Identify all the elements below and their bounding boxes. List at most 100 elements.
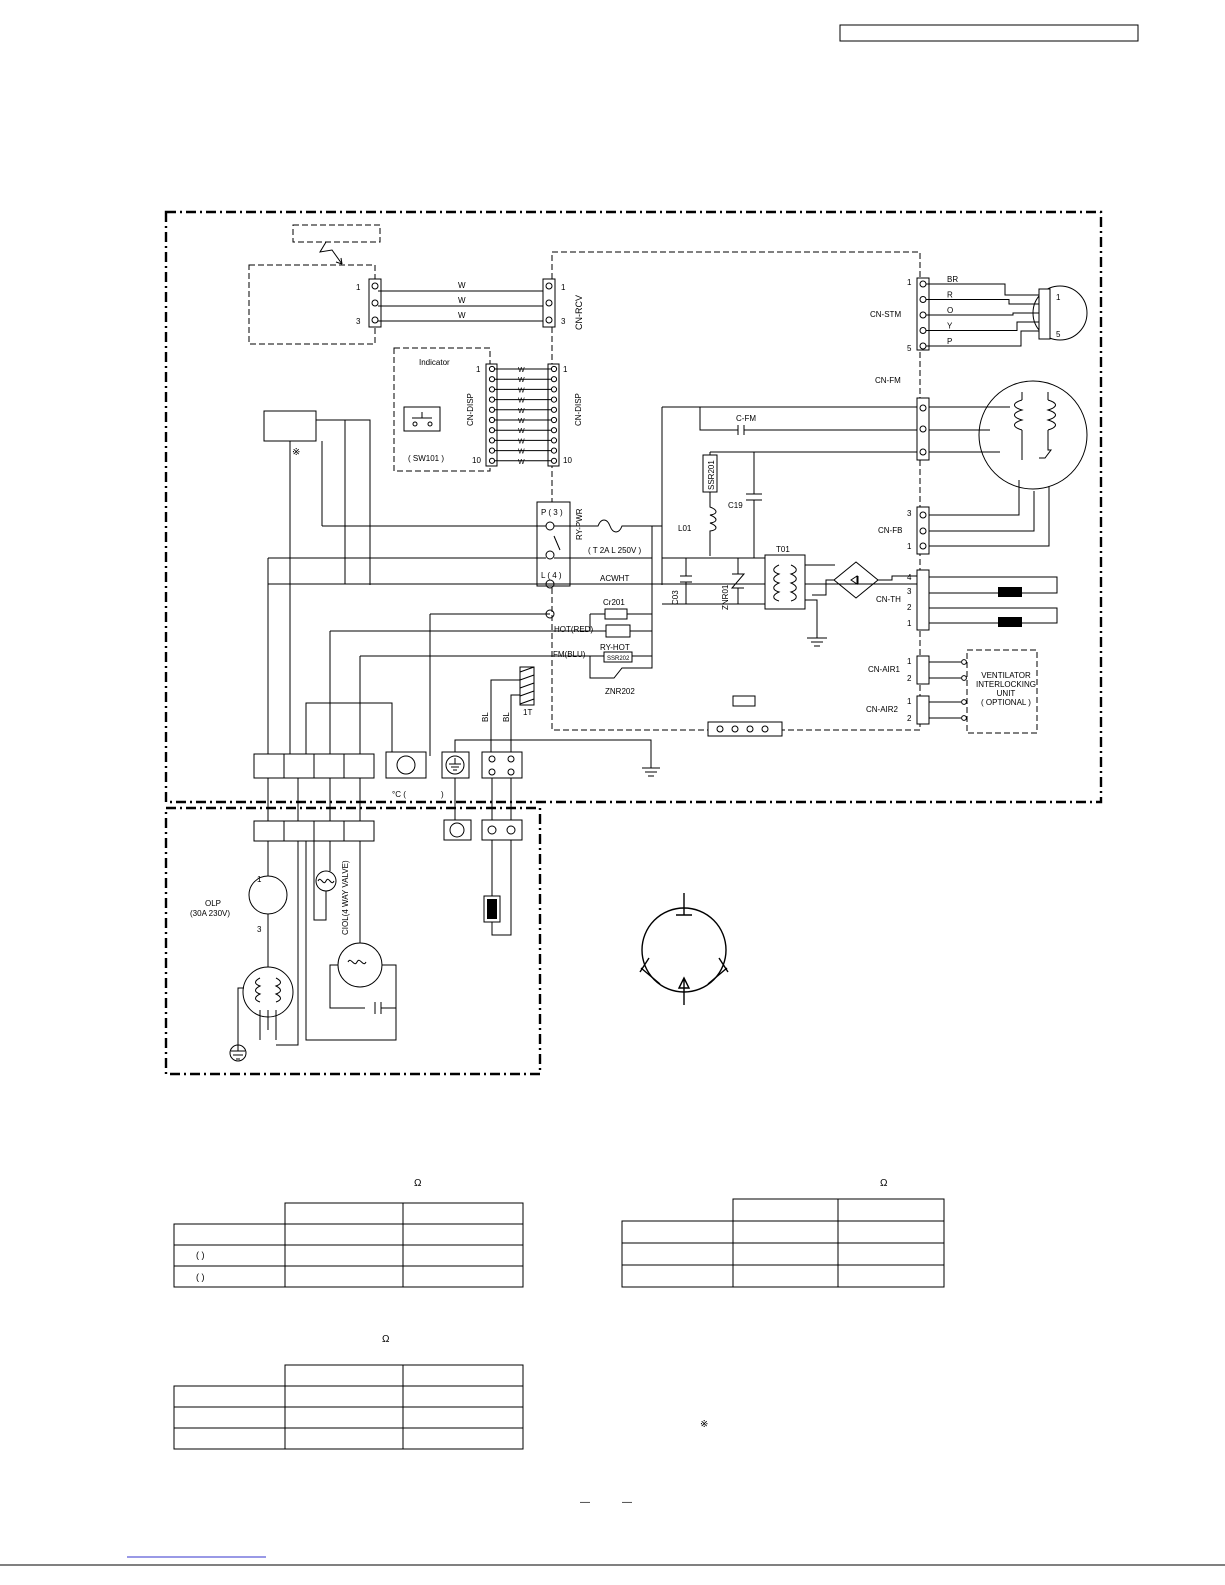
disp-wire-label: W xyxy=(518,398,525,405)
disp-right-pin xyxy=(550,427,558,434)
ry-pwr-relay xyxy=(536,501,571,587)
ventilator-unit xyxy=(966,649,1038,734)
cn-air1-connector xyxy=(916,655,930,685)
stm-wire-label: Y xyxy=(947,322,953,331)
rcv-left-pin3: 3 xyxy=(356,317,361,326)
th-pin2: 2 xyxy=(907,603,912,612)
fan-motor xyxy=(978,380,1088,490)
table-row xyxy=(173,1244,524,1267)
disp-left-pin10: 10 xyxy=(472,456,481,465)
disp-right-pin xyxy=(550,396,558,403)
c19-label: C19 xyxy=(728,501,743,510)
disp-left-pin xyxy=(488,437,496,444)
table-header xyxy=(284,1364,524,1387)
cn-th-connector xyxy=(916,569,930,631)
table-row xyxy=(173,1265,524,1288)
rcv-wire-w2: W xyxy=(458,296,466,305)
stm-wire-label: O xyxy=(947,306,953,315)
bl-terminal-outdoor xyxy=(481,819,523,841)
disp-left-pin xyxy=(488,396,496,403)
stm-wire xyxy=(926,321,1040,331)
compressor-terminal-symbol xyxy=(639,893,729,1005)
cn-rcv-label: CN-RCV xyxy=(574,295,584,330)
stm-wire xyxy=(926,312,1040,316)
sm-pin5: 5 xyxy=(1056,330,1061,339)
cr201-label: Cr201 xyxy=(603,598,625,607)
ventilator-line: UNIT xyxy=(997,689,1016,698)
stm-wire-label: P xyxy=(947,337,952,346)
earth-terminal-outdoor xyxy=(443,819,472,841)
znr01 xyxy=(730,558,746,604)
outdoor-unit-boundary xyxy=(164,806,542,1076)
rcv-pin1: 1 xyxy=(561,283,566,292)
c-fm-label: C-FM xyxy=(736,414,756,423)
temp-close: ) xyxy=(441,790,444,799)
bl-wire-2: BL xyxy=(502,712,511,722)
outdoor-fan-motor xyxy=(337,942,383,988)
stm-pin5: 5 xyxy=(907,344,912,353)
cn-disp-left: 1 10 CN-DISP xyxy=(466,363,498,467)
compressor xyxy=(242,966,294,1018)
fm-blu-label: FM(BLU) xyxy=(553,650,586,659)
terminal-strip-pcb xyxy=(707,721,783,737)
stm-wire xyxy=(926,299,1040,305)
stm-pin1: 1 xyxy=(907,278,912,287)
table-row xyxy=(621,1264,945,1288)
olp-pin3: 3 xyxy=(257,925,262,934)
ssr201-label: SSR201 xyxy=(707,460,716,490)
stm-wire-label: BR xyxy=(947,275,958,284)
t01-transformer xyxy=(764,554,806,610)
rcv-pin3: 3 xyxy=(561,317,566,326)
hot-red-label: HOT(RED) xyxy=(554,625,593,634)
bl-terminal-indoor xyxy=(481,751,523,779)
cn-fm-connector xyxy=(916,397,930,461)
stepping-motor: 1 5 xyxy=(1032,285,1088,341)
outdoor-terminal-block xyxy=(253,820,375,842)
bridge-rectifier xyxy=(833,561,879,599)
disp-right-pin xyxy=(550,416,558,424)
air1-pin1: 1 xyxy=(907,657,912,666)
t01-label: T01 xyxy=(776,545,790,554)
footer-dash-right: — xyxy=(622,1497,632,1508)
table-row xyxy=(621,1220,945,1244)
acwht-label: ACWHT xyxy=(600,574,629,583)
table-row xyxy=(173,1223,524,1246)
rcv-wire-w1: W xyxy=(458,281,466,290)
disp-wire-label: W xyxy=(518,428,525,435)
cr201 xyxy=(604,608,628,620)
disp-left-pin xyxy=(488,447,496,454)
thermistor-1 xyxy=(998,587,1022,597)
vent-contact xyxy=(961,659,967,665)
resistance-table-3 xyxy=(173,1364,524,1450)
disp-left-pin xyxy=(488,457,496,464)
cn-disp-left-label: CN-DISP xyxy=(466,393,475,426)
table-header xyxy=(284,1202,524,1225)
olp-pin1: 1 xyxy=(257,875,262,884)
disp-wire-label: W xyxy=(518,377,525,384)
ref-mark-1: ※ xyxy=(292,447,300,458)
indoor-terminal-block xyxy=(253,753,375,779)
disp-right-pin xyxy=(550,376,558,383)
air1-pin2: 2 xyxy=(907,674,912,683)
cn-stm-label: CN-STM xyxy=(870,310,901,319)
earth-icon-compressor xyxy=(231,1045,245,1060)
indoor-unit-boundary xyxy=(164,210,1103,804)
cn-air1-label: CN-AIR1 xyxy=(868,665,901,674)
disp-right-pin xyxy=(550,406,558,413)
disp-wire-label: W xyxy=(518,408,525,415)
temp-label: °C ( xyxy=(392,790,406,799)
receiver-pins: 1 3 xyxy=(356,278,382,328)
th-pin1: 1 xyxy=(907,619,912,628)
c19-capacitor xyxy=(746,452,762,558)
cn-disp-right: 1 10 CN-DISP xyxy=(547,363,583,467)
ry-hot xyxy=(605,624,631,638)
disp-left-pin xyxy=(488,427,496,434)
jumper-box xyxy=(732,695,756,707)
cn-air2-connector xyxy=(916,695,930,725)
disp-wire-label: W xyxy=(518,367,525,374)
disp-left-pin xyxy=(488,365,496,373)
disp-left-pin xyxy=(488,406,496,413)
rcv-wires: W W W xyxy=(378,281,545,322)
